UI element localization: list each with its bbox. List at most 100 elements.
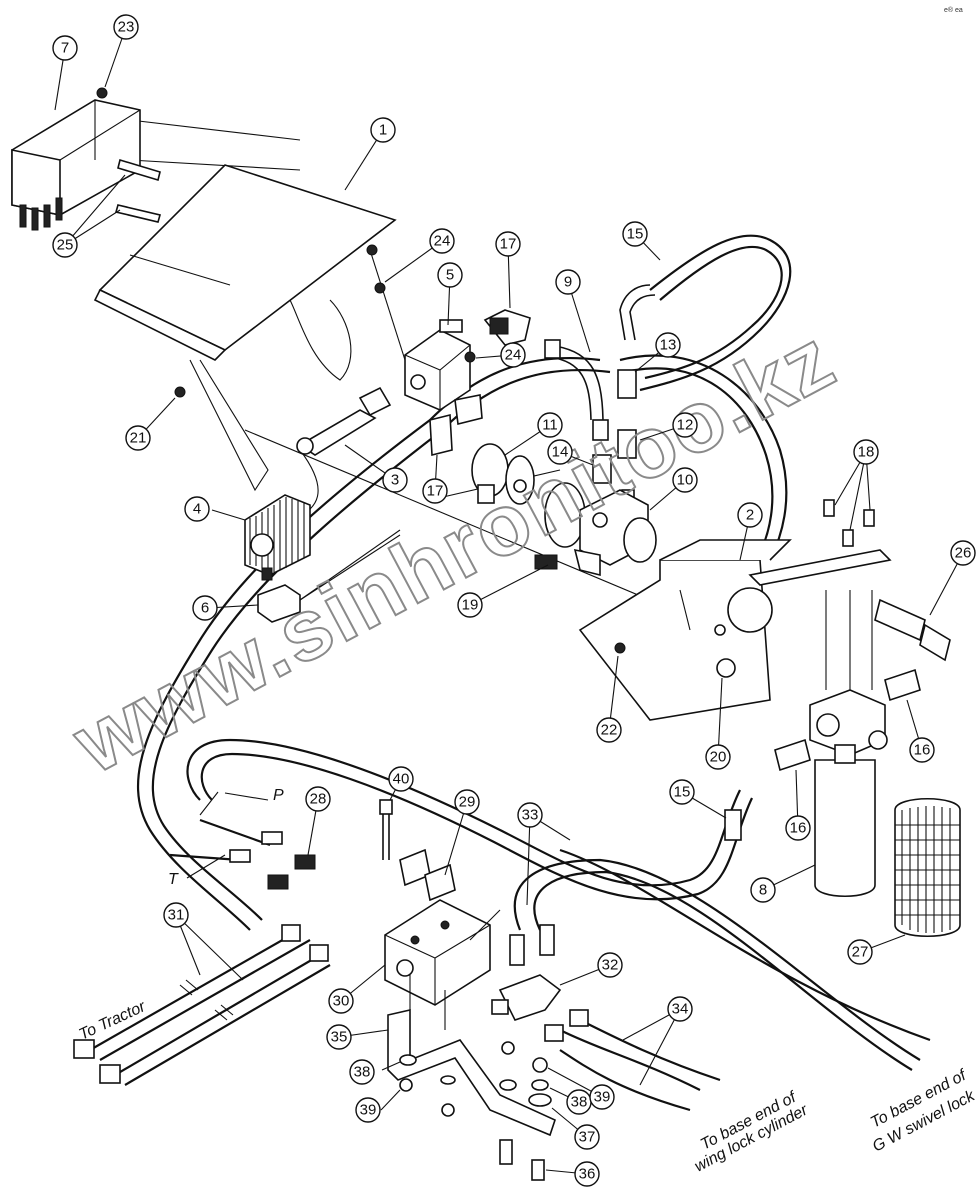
part-2-bracket [578,539,892,721]
svg-text:20: 20 [710,749,727,766]
callout-24-upper: 24 [429,228,455,254]
svg-text:10: 10 [677,472,694,489]
callout-15-lower: 15 [669,779,695,805]
callout-16-right: 16 [909,737,935,763]
svg-text:8: 8 [759,882,767,899]
svg-text:31: 31 [168,907,185,924]
callout-40: 40 [388,766,414,792]
part-17-fitting-lower [429,394,483,457]
callout-39-right: 39 [589,1084,615,1110]
callout-27: 27 [847,939,873,965]
svg-text:37: 37 [579,1129,596,1146]
callout-39-left: 39 [355,1097,381,1123]
hardware-38-39-36 [399,1041,552,1181]
part-26-hose-end [874,598,951,662]
corner-mark: e® ea [944,6,963,14]
svg-text:4: 4 [193,501,201,518]
callout-11: 11 [537,412,563,438]
part-28-fittings [229,831,316,890]
callout-28: 28 [305,786,331,812]
callout-35: 35 [326,1024,352,1050]
part-1-cover [93,164,406,492]
svg-text:35: 35 [331,1029,348,1046]
part-32-tee [491,924,562,1021]
svg-text:39: 39 [360,1102,377,1119]
callout-37: 37 [574,1124,600,1150]
part-24-nuts [366,244,476,363]
svg-text:5: 5 [446,267,454,284]
part-17-fitting-upper [483,309,531,346]
svg-text:30: 30 [333,993,350,1010]
svg-text:19: 19 [462,597,479,614]
part-34-hose-ends [544,1009,589,1042]
part-7-valve-block [11,87,161,231]
part-35-bracket [387,975,556,1137]
callout-23: 23 [113,14,139,40]
label-t: T [168,871,179,888]
part-8-filter [809,590,888,898]
svg-text:1: 1 [379,122,387,139]
callout-21: 21 [125,425,151,451]
part-4-solenoid [244,494,311,581]
callout-22: 22 [596,717,622,743]
svg-text:18: 18 [858,444,875,461]
callout-6: 6 [192,595,218,621]
svg-text:17: 17 [500,236,517,253]
callout-36: 36 [574,1161,600,1187]
svg-text:38: 38 [571,1094,588,1111]
callout-38-left: 38 [349,1059,375,1085]
part-5-block [404,319,471,411]
svg-text:25: 25 [57,237,74,254]
svg-text:3: 3 [391,472,399,489]
svg-text:29: 29 [459,794,476,811]
part-21-nut [174,386,186,398]
part-3-sensor [296,386,392,456]
part-15-lower-hose-end [724,809,742,841]
part-6-connector [257,534,401,623]
svg-text:38: 38 [354,1064,371,1081]
part-27-filter-element [894,797,961,938]
callout-4: 4 [184,496,210,522]
callout-24-lower: 24 [500,342,526,368]
callout-17-lower: 17 [422,478,448,504]
part-14-fitting [592,454,612,484]
callout-38-right: 38 [566,1089,592,1115]
part-40-bolt [379,799,393,860]
svg-text:26: 26 [955,545,972,562]
callout-20: 20 [705,744,731,770]
svg-text:22: 22 [601,722,618,739]
svg-text:39: 39 [594,1089,611,1106]
callout-25: 25 [52,232,78,258]
callout-9: 9 [555,269,581,295]
svg-text:34: 34 [672,1001,689,1018]
svg-text:24: 24 [505,347,522,364]
callout-2: 2 [737,502,763,528]
callout-8: 8 [750,877,776,903]
callout-5: 5 [437,262,463,288]
svg-text:7: 7 [61,40,69,57]
svg-text:2: 2 [746,507,754,524]
svg-text:6: 6 [201,600,209,617]
part-20-nut [716,658,736,678]
svg-text:16: 16 [790,820,807,837]
part-9-tube [544,339,609,441]
svg-text:14: 14 [552,444,569,461]
callout-18: 18 [853,439,879,465]
callout-12: 12 [672,412,698,438]
label-p: P [273,787,284,804]
svg-text:15: 15 [674,784,691,801]
callout-14: 14 [547,439,573,465]
svg-text:36: 36 [579,1166,596,1183]
part-31-hose-ends [73,924,329,1084]
callout-17-upper: 17 [495,231,521,257]
callout-10: 10 [672,467,698,493]
callout-19: 19 [457,592,483,618]
callout-31: 31 [163,902,189,928]
svg-text:12: 12 [677,417,694,434]
callout-30: 30 [328,988,354,1014]
part-18-bolts [823,499,875,547]
svg-text:15: 15 [627,226,644,243]
callout-7: 7 [52,35,78,61]
svg-text:40: 40 [393,771,410,788]
svg-text:13: 13 [660,337,677,354]
